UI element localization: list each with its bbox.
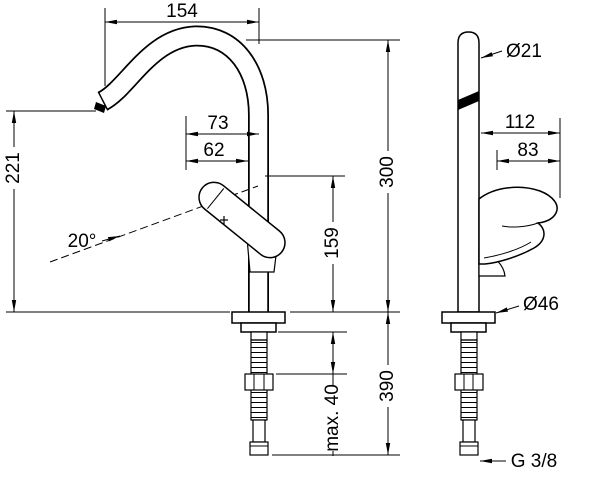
dim-label-dia46: Ø46: [523, 294, 559, 315]
dim-label-20deg: 20°: [68, 231, 97, 252]
dim-label-max40: max. 40: [322, 384, 343, 452]
shank-neck-side: [460, 331, 478, 341]
dim-label-g38: G 3/8: [511, 451, 557, 472]
dim-label-73: 73: [207, 113, 228, 134]
hose-fitting-side: [459, 441, 479, 456]
dim-label-dia21: Ø21: [506, 41, 542, 62]
dim-total-height: 300: [246, 39, 400, 312]
dim-label-112: 112: [505, 112, 535, 133]
dim-label-390: 390: [377, 370, 398, 402]
dim-label-300: 300: [377, 156, 398, 188]
hose-fitting: [249, 441, 269, 456]
front-view: [49, 25, 286, 456]
dim-label-154: 154: [166, 1, 198, 22]
handle-lever: [198, 181, 286, 259]
base-flange: [231, 311, 286, 324]
dim-label-221: 221: [3, 152, 24, 184]
dim-side-depth: 112: [481, 112, 561, 198]
base-collar-side: [450, 322, 487, 333]
supply-hose-side: [462, 419, 476, 443]
dim-handle-reach-lower: 62: [186, 140, 248, 164]
plus-icon: [220, 216, 228, 224]
dim-handle-depth: 83: [496, 140, 560, 170]
handle-side: [478, 186, 558, 265]
dim-handle-angle: 20°: [68, 231, 121, 252]
dim-spout-reach: 154: [104, 1, 260, 86]
dim-handle-height: 159: [265, 175, 400, 313]
dim-handle-reach-upper: 73: [185, 113, 259, 170]
spout-joint-mark: [458, 91, 479, 110]
supply-hose: [252, 419, 266, 443]
dim-label-159: 159: [322, 227, 343, 259]
dim-hose-length: 390: [272, 312, 400, 456]
dim-connection-thread: G 3/8: [480, 451, 557, 472]
spout-end-cap: [97, 91, 109, 111]
dim-max-deck-thickness: max. 40: [276, 331, 347, 456]
side-view: [441, 31, 558, 456]
aerator-tip: [94, 102, 106, 113]
dim-spout-diameter: Ø21: [480, 41, 542, 62]
dim-outlet-height: 221: [3, 110, 230, 313]
handle-side-detail-2: [483, 241, 532, 259]
shank-neck: [250, 331, 268, 341]
spout-tube-inner: [98, 27, 268, 312]
body-outline-side: [457, 31, 480, 313]
mounting-nut: [244, 373, 274, 391]
handle-side-detail-1: [501, 222, 539, 228]
dim-base-diameter: Ø46: [495, 294, 559, 315]
base-collar: [240, 322, 277, 333]
dim-label-62: 62: [203, 140, 224, 161]
mounting-nut-side: [454, 373, 484, 391]
dim-label-83: 83: [517, 140, 538, 161]
base-flange-side: [441, 311, 496, 324]
